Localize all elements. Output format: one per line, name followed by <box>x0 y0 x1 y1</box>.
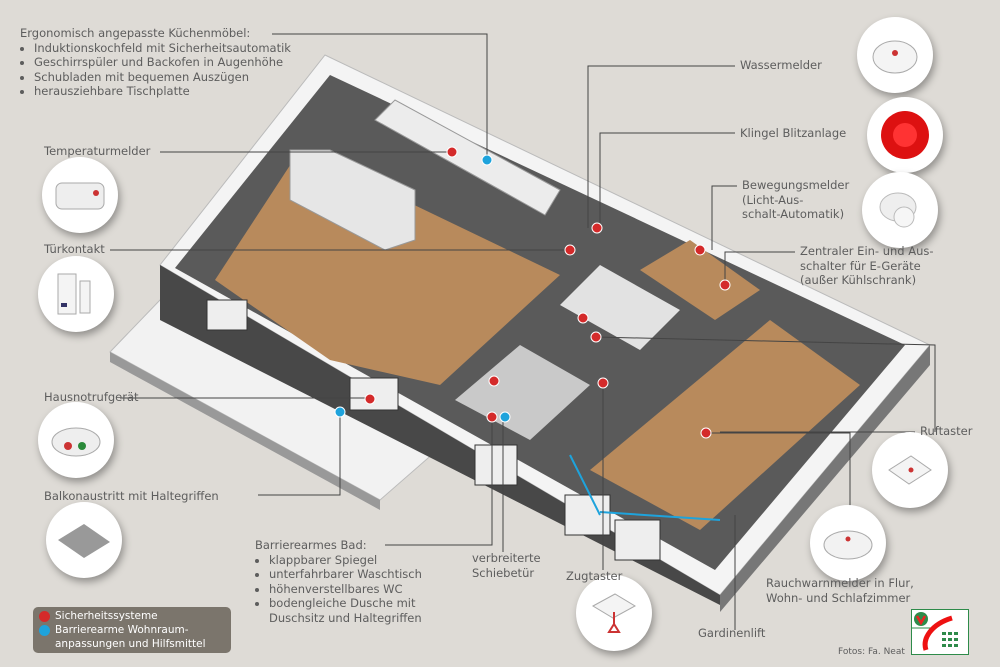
emergency-call-device-photo <box>38 402 114 478</box>
kitchen-item: Induktionskochfeld mit Sicherheitsautoma… <box>34 41 291 56</box>
bedroom2-floor <box>640 240 760 320</box>
window <box>206 299 248 331</box>
window <box>474 444 518 486</box>
bathroom-item: klappbarer Spiegel <box>269 553 439 568</box>
bathroom-item: bodengleiche Dusche mit Duschsitz und Ha… <box>269 596 439 625</box>
pull-switch-photo <box>576 575 652 651</box>
label-curtain: Gardinenlift <box>698 626 766 640</box>
label-line: Schiebetür <box>472 565 535 580</box>
balcony-edge <box>110 352 380 510</box>
bathroom-item: höhenverstellbares WC <box>269 582 439 597</box>
right-wall <box>720 345 930 612</box>
smoke-detector-photo <box>810 505 886 581</box>
legend: Sicherheitssysteme Barrierearme Wohnraum… <box>33 607 231 653</box>
legend-accessibility: Barrierearme Wohnraum-anpassungen und Hi… <box>55 623 206 651</box>
kitchen-title: Ergonomisch angepasste Küchenmöbel: <box>20 26 251 40</box>
curtain-rail <box>569 454 601 516</box>
kitchen-item: Geschirrspüler und Backofen in Augenhöhe <box>34 55 291 70</box>
label-smoke: Rauchwarnmelder in Flur, Wohn- und Schla… <box>766 576 914 605</box>
marker-emergency <box>364 393 376 405</box>
marker-motion <box>694 244 706 256</box>
door-contact-photo <box>38 256 114 332</box>
label-line: Wohn- und Schlafzimmer <box>766 590 911 605</box>
balcony-ramp-photo <box>46 502 122 578</box>
label-line: Rauchwarnmelder in Flur, <box>766 576 914 590</box>
marker-balcony <box>334 406 346 418</box>
label-door-contact: Türkontakt <box>44 242 105 256</box>
marker-temperature <box>446 146 458 158</box>
kitchen-block <box>289 149 416 251</box>
legend-line: Barrierearme Wohnraum- <box>55 624 189 636</box>
water-detector-photo <box>857 17 933 93</box>
red-dot-icon <box>39 611 50 622</box>
marker-door-contact <box>564 244 576 256</box>
label-call-button: Ruftaster <box>920 424 973 438</box>
marker-bath-accessible <box>499 411 511 423</box>
window <box>349 377 399 411</box>
marker-smoke-hall <box>577 312 589 324</box>
label-line: schalter für E-Geräte <box>800 258 921 273</box>
label-line: Bewegungsmelder <box>742 178 850 192</box>
kitchen-item: herausziehbare Tischplatte <box>34 84 291 99</box>
flash-bell-photo <box>867 97 943 173</box>
label-pull-switch: Zugtaster <box>566 569 623 583</box>
label-central-switch: Zentraler Ein- und Aus- schalter für E-G… <box>800 244 934 288</box>
marker-central-switch <box>719 279 731 291</box>
blue-dot-icon <box>39 625 50 636</box>
label-line: schalt-Automatik) <box>742 207 845 221</box>
curtain-rail <box>599 511 721 521</box>
emergency-phone-logo <box>911 609 969 655</box>
label-line: (außer Kühlschrank) <box>800 273 917 287</box>
label-line: Zentraler Ein- und Aus- <box>800 244 934 258</box>
bathroom-features: Barrierearmes Bad: klappbarer Spiegel un… <box>255 538 439 625</box>
label-water: Wassermelder <box>740 58 822 72</box>
bathroom-title: Barrierearmes Bad: <box>255 538 367 552</box>
label-line: verbreiterte <box>472 551 541 565</box>
bedroom-floor <box>590 320 860 530</box>
marker-smoke-bedroom <box>700 427 712 439</box>
hall-floor <box>560 265 680 350</box>
label-emergency-call: Hausnotrufgerät <box>44 390 139 404</box>
marker-call-button <box>590 331 602 343</box>
legend-safety: Sicherheitssysteme <box>55 610 158 622</box>
label-temperature: Temperaturmelder <box>44 144 151 158</box>
call-button-photo <box>872 432 948 508</box>
kitchen-features: Ergonomisch angepasste Küchenmöbel: Indu… <box>20 26 291 99</box>
label-balcony: Balkonaustritt mit Haltegriffen <box>44 489 219 503</box>
label-line: (Licht-Aus- <box>742 192 804 207</box>
window <box>614 519 661 561</box>
label-motion: Bewegungsmelder (Licht-Aus- schalt-Autom… <box>742 178 849 222</box>
accessibility-markers <box>334 154 511 423</box>
motion-detector-photo <box>862 172 938 248</box>
temperature-detector-photo <box>42 157 118 233</box>
marker-bath2 <box>486 411 498 423</box>
safety-markers <box>364 146 731 439</box>
marker-water <box>591 222 603 234</box>
marker-kitchen <box>481 154 493 166</box>
bathroom-item: unterfahrbarer Waschtisch <box>269 567 439 582</box>
living-room-floor <box>215 150 560 385</box>
label-sliding-door: verbreiterte Schiebetür <box>472 551 541 580</box>
label-bell: Klingel Blitzanlage <box>740 126 847 140</box>
kitchen-counter <box>374 99 561 216</box>
kitchen-item: Schubladen mit bequemen Auszügen <box>34 70 291 85</box>
legend-line: anpassungen und Hilfsmittel <box>55 638 206 650</box>
marker-bath <box>488 375 500 387</box>
leader-lines <box>110 33 936 630</box>
marker-pull-switch <box>597 377 609 389</box>
photo-credits: Fotos: Fa. Neat <box>838 647 905 657</box>
